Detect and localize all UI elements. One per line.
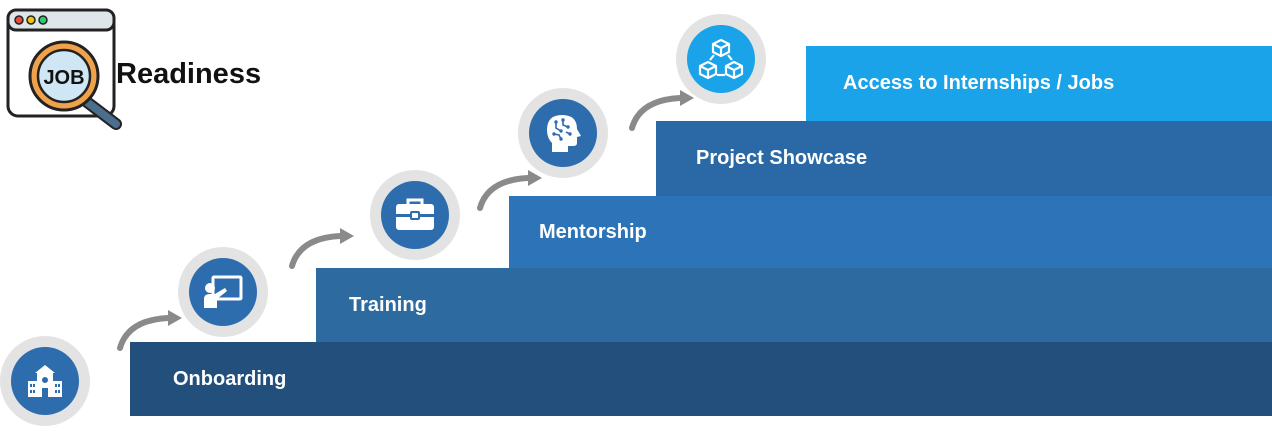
step-project-showcase: Project Showcase <box>656 121 1272 196</box>
connector-arrow-icon <box>477 170 542 211</box>
step-onboarding: Onboarding <box>130 342 1272 416</box>
logo-text: JOB <box>43 67 84 89</box>
network-cubes-icon <box>698 38 744 80</box>
step-mentorship: Mentorship <box>509 196 1272 268</box>
step-label: Training <box>349 293 427 316</box>
connector-arrow-icon <box>117 310 182 351</box>
job-search-magnifier-icon: JOB <box>6 8 122 130</box>
step-label: Access to Internships / Jobs <box>843 72 1115 94</box>
step-training: Training <box>316 268 1272 342</box>
job-search-logo: JOB <box>4 4 134 137</box>
connector-arrow-icon <box>629 90 694 131</box>
step-icon-circle <box>178 247 268 337</box>
step-icon-circle <box>370 170 460 260</box>
ai-head-icon <box>547 115 581 152</box>
step-label: Project Showcase <box>696 147 868 169</box>
step-icon-circle <box>676 14 766 104</box>
school-building-icon <box>28 365 62 397</box>
step-label: Mentorship <box>539 220 647 243</box>
page-title: Readiness <box>116 58 262 90</box>
briefcase-icon <box>396 198 434 230</box>
step-label: Onboarding <box>173 367 287 390</box>
step-access-internships-jobs: Access to Internships / Jobs <box>806 46 1272 121</box>
step-icon-circle <box>518 88 608 178</box>
connector-arrow-icon <box>289 228 354 269</box>
step-icon-circle <box>0 336 90 426</box>
presentation-board-icon <box>204 275 243 308</box>
